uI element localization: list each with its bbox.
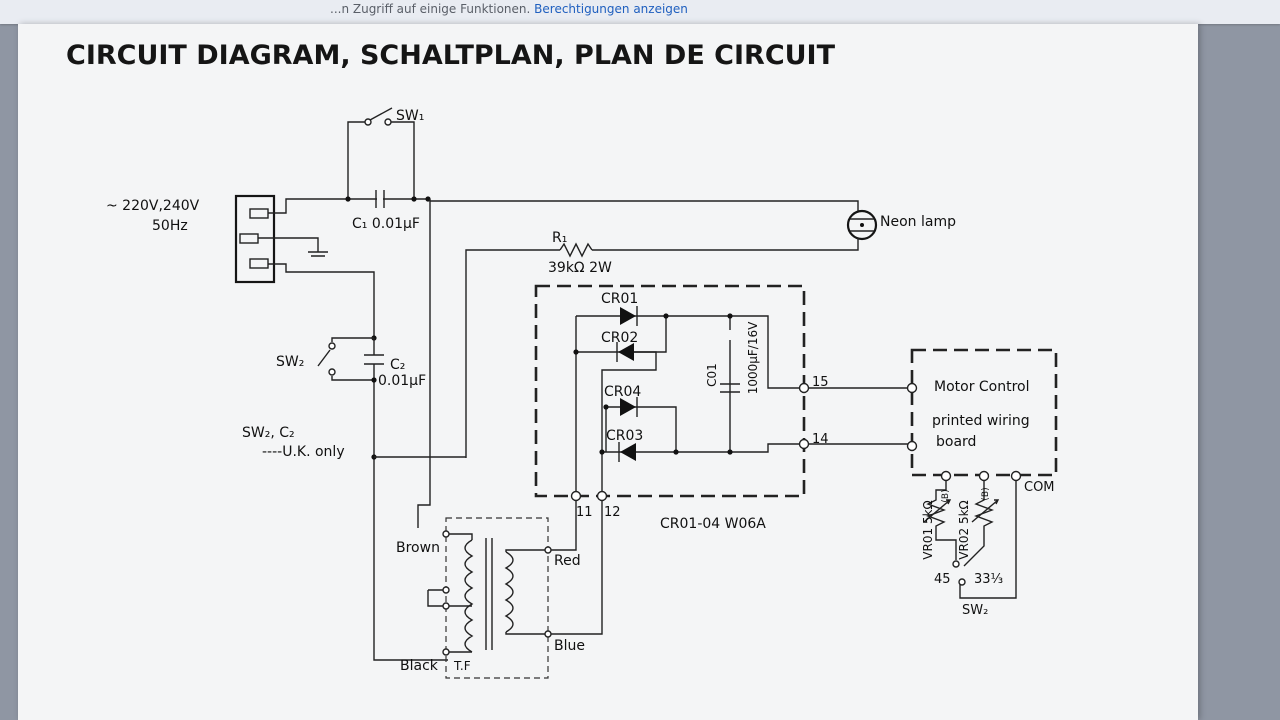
transformer-secondary-coil bbox=[504, 551, 514, 633]
browser-info-bar: ...n Zugriff auf einige Funktionen. Bere… bbox=[0, 0, 1280, 24]
vr02-tag: (B) bbox=[981, 487, 991, 500]
pin-14-label: 14 bbox=[812, 432, 829, 447]
cr01-label: CR01 bbox=[601, 291, 638, 307]
browser-info-text: ...n Zugriff auf einige Funktionen. Bere… bbox=[330, 2, 688, 16]
c01-label: C01 bbox=[705, 363, 719, 387]
transformer-box bbox=[445, 517, 549, 679]
circuit-diagram: CIRCUIT DIAGRAM, SCHALTPLAN, PLAN DE CIR… bbox=[66, 40, 1058, 679]
speed-45-label: 45 bbox=[934, 572, 951, 587]
cr04-diode bbox=[620, 397, 638, 417]
c1-capacitor bbox=[375, 190, 385, 208]
c01-value-label: 1000μF/16V bbox=[746, 321, 760, 394]
cr03-diode bbox=[618, 442, 636, 462]
c2-label: C₂ bbox=[390, 357, 405, 373]
connector-pin-1 bbox=[249, 208, 269, 219]
vr02-label: VR02 5kΩ bbox=[957, 500, 971, 559]
board-label: board bbox=[936, 434, 976, 450]
r1-value-label: 39kΩ 2W bbox=[548, 260, 612, 276]
mains-connector bbox=[234, 194, 276, 284]
sw1-switch bbox=[369, 107, 393, 121]
cr01-diode bbox=[620, 306, 638, 326]
vr01-tag: (B) bbox=[941, 489, 951, 502]
sw2-label: SW₂ bbox=[276, 354, 304, 370]
transformer-primary-coil bbox=[464, 539, 474, 653]
c01-capacitor bbox=[720, 383, 740, 393]
mains-voltage-label: ~ 220V,240V bbox=[106, 198, 200, 214]
c2-value-label: 0.01μF bbox=[378, 373, 426, 389]
uk-note-line-1: SW₂, C₂ bbox=[242, 425, 295, 441]
com-label: COM bbox=[1024, 480, 1055, 495]
printed-wiring-label: printed wiring bbox=[932, 413, 1030, 429]
cr04-label: CR04 bbox=[604, 384, 641, 400]
mains-frequency-label: 50Hz bbox=[152, 218, 188, 234]
blue-wire-label: Blue bbox=[554, 638, 585, 654]
connector-pin-2 bbox=[239, 233, 259, 244]
cr02-label: CR02 bbox=[601, 330, 638, 346]
c1-label: C₁ 0.01μF bbox=[352, 216, 420, 232]
r1-resistor bbox=[559, 242, 593, 258]
cr03-label: CR03 bbox=[606, 428, 643, 444]
c2-capacitor bbox=[364, 354, 384, 365]
uk-note-line-2: ----U.K. only bbox=[262, 444, 345, 460]
pin-12-label: 12 bbox=[604, 505, 621, 520]
motor-control-label: Motor Control bbox=[934, 379, 1030, 395]
cr-part-label: CR01-04 W06A bbox=[660, 516, 766, 532]
sw1-label: SW₁ bbox=[396, 108, 424, 124]
pin-11-label: 11 bbox=[576, 505, 593, 520]
diagram-sheet: CIRCUIT DIAGRAM, SCHALTPLAN, PLAN DE CIR… bbox=[18, 24, 1198, 720]
cr02-diode bbox=[616, 342, 634, 362]
red-wire-label: Red bbox=[554, 553, 581, 569]
transformer-label: T.F bbox=[453, 659, 471, 673]
sw2-bottom-label: SW₂ bbox=[962, 603, 988, 618]
vr01-label: VR01 5kΩ bbox=[921, 500, 935, 559]
speed-33-label: 33⅓ bbox=[974, 572, 1003, 587]
black-wire-label: Black bbox=[400, 658, 439, 674]
rectifier-board bbox=[534, 284, 806, 498]
sw2-switch bbox=[317, 349, 331, 367]
neon-lamp-symbol bbox=[846, 209, 878, 241]
pin-15-label: 15 bbox=[812, 375, 829, 390]
neon-lamp-label: Neon lamp bbox=[880, 214, 956, 230]
permissions-link[interactable]: Berechtigungen anzeigen bbox=[534, 2, 688, 16]
brown-wire-label: Brown bbox=[396, 540, 440, 556]
connector-pin-3 bbox=[249, 258, 269, 269]
r1-label: R₁ bbox=[552, 230, 567, 246]
diagram-title: CIRCUIT DIAGRAM, SCHALTPLAN, PLAN DE CIR… bbox=[66, 40, 836, 71]
